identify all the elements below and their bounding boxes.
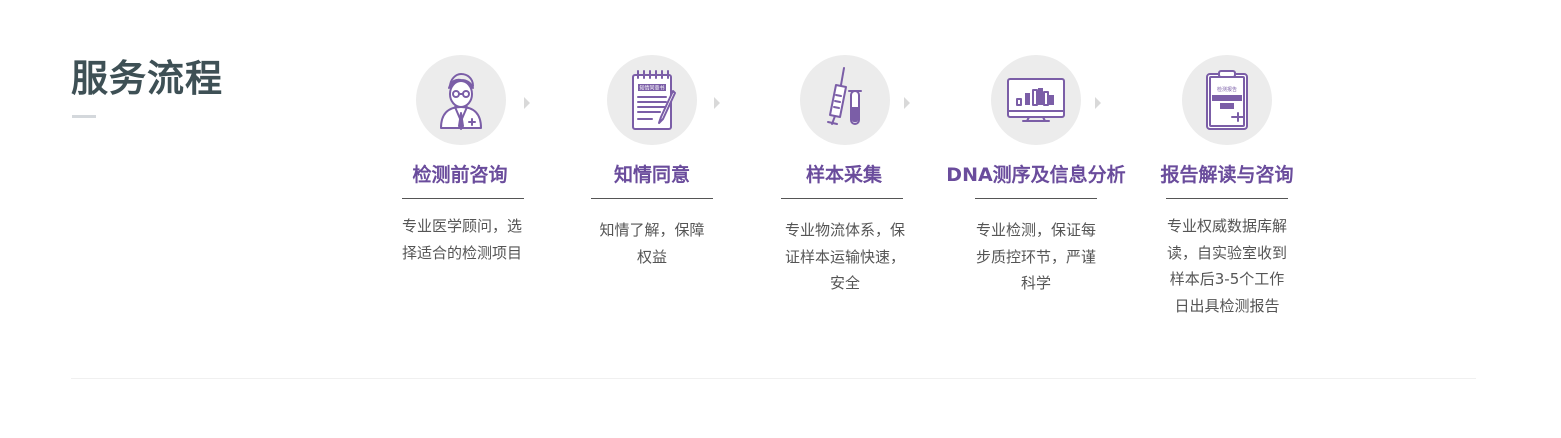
syringe-tube-icon [827,67,862,125]
desc-line: 步质控环节，严谨 [975,247,1096,266]
step-title: 检测前咨询 [412,164,508,186]
consent-document-icon: 知情同意书 [632,70,676,130]
doctor-icon [440,73,482,130]
step-icon-circle: 知情同意书 [607,55,697,145]
step-description: 专业权威数据库解 读，自实验室收到 样本后3-5个工作 日出具检测报告 [1157,213,1297,320]
monitor-chart-icon [1007,78,1065,122]
desc-line: 专业检测，保证每 [975,221,1096,239]
chevron-right-icon [1095,97,1101,109]
chevron-right-icon [714,97,720,109]
step-icon-circle [991,55,1081,145]
step-divider [591,198,713,199]
desc-line: 科学 [1020,274,1051,293]
step-description: 专业医学顾问，选 择适合的检测项目 [392,213,532,266]
chevron-right-icon [904,97,910,109]
desc-line: 日出具检测报告 [1174,297,1280,316]
step-description: 专业检测，保证每 步质控环节，严谨 科学 [966,217,1106,297]
step-divider [781,198,903,199]
step-divider [975,198,1097,199]
step-description: 知情了解，保障 权益 [582,217,722,270]
desc-line: 知情了解，保障 [599,221,705,239]
desc-line: 权益 [636,247,667,266]
desc-line: 读，自实验室收到 [1166,243,1287,262]
desc-line: 样本后3-5个工作 [1169,270,1285,289]
step-title: DNA测序及信息分析 [946,164,1126,186]
desc-line: 专业物流体系，保 [784,221,905,239]
step-divider [1166,198,1288,199]
title-underline [72,115,96,118]
desc-line: 专业权威数据库解 [1166,217,1287,235]
icon-caption: 知情同意书 [639,85,664,92]
step-title: 知情同意 [613,164,690,186]
step-icon-circle: 检测报告 [1182,55,1272,145]
step-icon-circle [800,55,890,145]
step-icon-circle [416,55,506,145]
bottom-divider [71,378,1476,379]
step-title: 样本采集 [805,164,882,186]
desc-line: 安全 [829,274,860,293]
step-divider [402,198,524,199]
desc-line: 择适合的检测项目 [401,243,522,262]
chevron-right-icon [524,97,530,109]
section-title: 服务流程 [71,57,223,100]
icon-caption: 检测报告 [1217,86,1237,93]
desc-line: 证样本运输快速， [784,247,905,266]
desc-line: 专业医学顾问，选 [401,217,522,235]
step-title: 报告解读与咨询 [1160,164,1294,186]
report-clipboard-icon: 检测报告 [1206,70,1248,130]
step-description: 专业物流体系，保 证样本运输快速， 安全 [775,217,915,297]
